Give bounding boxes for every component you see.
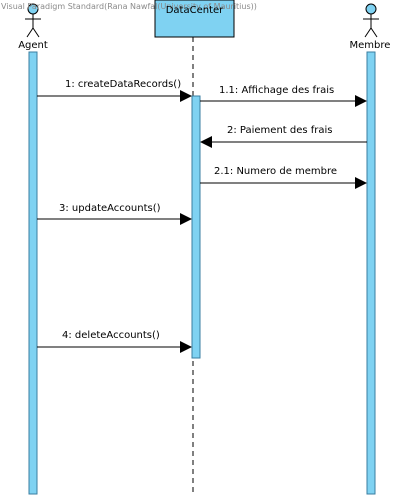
membre-actor-icon[interactable] <box>363 3 379 38</box>
agent-actor-icon[interactable] <box>25 3 41 38</box>
message-2-1-label: 2.1: Numero de membre <box>214 166 337 177</box>
message-1-label: 1: createDataRecords() <box>65 79 181 90</box>
watermark-text: Visual Paradigm Standard(Rana Nawfal(Uni… <box>1 2 257 11</box>
membre-lifeline-label: Membre <box>350 40 391 51</box>
message-1-1-label: 1.1: Affichage des frais <box>219 85 334 96</box>
message-4[interactable]: 4: deleteAccounts() <box>37 330 192 353</box>
datacenter-header-box[interactable] <box>154 0 235 38</box>
message-3-label: 3: updateAccounts() <box>59 203 161 214</box>
datacenter-activation-bar[interactable] <box>191 95 201 359</box>
message-2-1[interactable]: 2.1: Numero de membre <box>200 166 367 189</box>
message-2-label: 2: Paiement des frais <box>227 125 333 136</box>
agent-activation-bar[interactable] <box>28 51 38 495</box>
datacenter-lifeline-label: DataCenter <box>166 5 224 16</box>
membre-activation-bar[interactable] <box>366 51 376 495</box>
message-2[interactable]: 2: Paiement des frais <box>200 125 367 148</box>
message-1[interactable]: 1: createDataRecords() <box>37 79 192 102</box>
message-1-1[interactable]: 1.1: Affichage des frais <box>200 85 367 107</box>
message-3[interactable]: 3: updateAccounts() <box>37 203 192 225</box>
message-4-label: 4: deleteAccounts() <box>62 330 160 341</box>
agent-lifeline-label: Agent <box>18 40 48 51</box>
